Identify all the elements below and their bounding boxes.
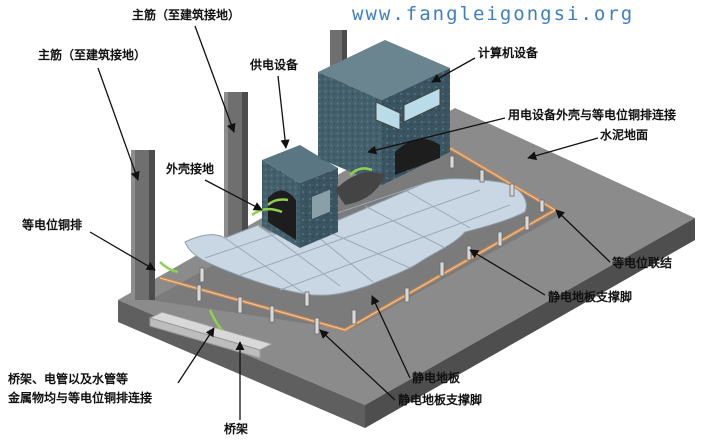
rebar-column-left [131,150,155,300]
computer-equipment-cabinet [318,40,450,185]
label-enclosure-bonding: 用电设备外壳与等电位铜排连接 [508,108,677,122]
label-tray-bonding-line1: 桥架、电管以及水管等 [8,372,129,386]
label-enclosure-ground: 外壳接地 [166,162,215,176]
leader-power-equipment [277,75,290,149]
floor-cutout [335,172,385,205]
concrete-slab-side [365,218,695,428]
power-equipment-cabinet [262,145,338,248]
leader-floor-support-right [469,249,546,296]
label-floor-support-bottom: 静电地板支撑脚 [398,393,483,407]
label-equipotential-bonding: 等电位联结 [612,256,673,270]
leader-floor-support-bottom [319,329,396,401]
label-equipotential-busbar: 等电位铜排 [22,218,83,232]
antistatic-floor [184,178,527,296]
leader-equipotential-busbar [89,231,156,271]
leader-antistatic-floor [371,295,411,379]
label-antistatic-floor: 静电地板 [412,371,461,385]
ground-wires [159,167,373,331]
label-computer-equipment: 计算机设备 [478,46,539,60]
leader-main-rebar-left [97,67,140,181]
label-floor-support-right: 静电地板支撑脚 [548,290,633,304]
label-power-equipment: 供电设备 [250,58,299,72]
watermark: www.fangleigongsi.org [352,3,635,25]
leader-computer-equipment [431,57,476,83]
label-main-rebar-left: 主筋（至建筑接地） [38,48,147,62]
leader-enclosure-bonding [367,117,506,155]
leader-concrete-floor [527,137,599,161]
label-concrete-floor: 水泥地面 [600,128,649,142]
leader-main-rebar-top [194,25,236,133]
label-cable-tray: 桥架 [224,422,249,436]
label-main-rebar-top: 主筋（至建筑接地） [132,8,241,22]
leader-equipotential-bonding [555,209,611,263]
leader-enclosure-ground [204,179,263,211]
leader-cable-tray-bonding [177,327,215,384]
label-tray-bonding-line2: 金属物均与等电位铜排连接 [8,391,153,405]
